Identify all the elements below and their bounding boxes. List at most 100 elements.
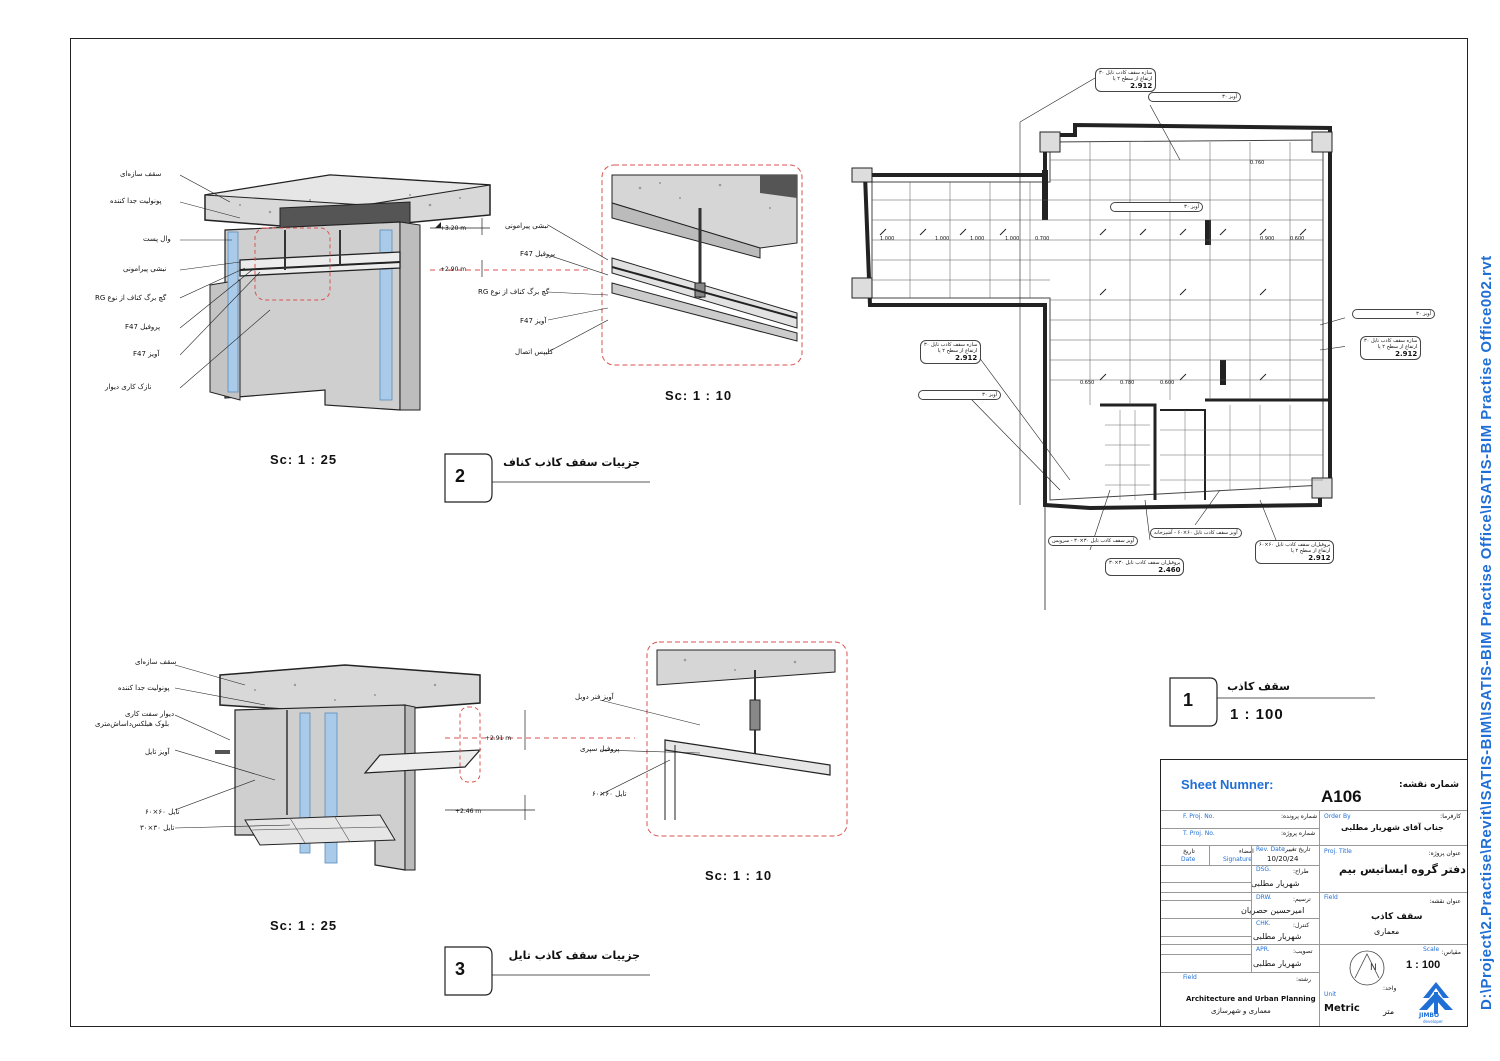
d2z-label-3: گچ برگ کناف از نوع RG: [478, 288, 550, 296]
tb-unit-value-fa: متر: [1383, 1007, 1395, 1016]
d3-label-6: تایل ۶۰×۶۰: [145, 808, 180, 816]
tb-field-value-en: Architecture and Urban Planning: [1186, 995, 1316, 1003]
tb-apr-fa: تصویب:: [1293, 948, 1313, 955]
d2-level-top: +3.20 m: [440, 225, 467, 232]
d2-label-1: سقف سازه‌ای: [120, 170, 162, 178]
d3-label-1: سقف سازه‌ای: [135, 658, 177, 666]
d3z-label-3: تایل ۶۰×۶۰: [592, 790, 627, 798]
tb-tproj-en: T. Proj. No.: [1183, 830, 1215, 837]
d3-zoom-scale: Sc: 1 : 10: [705, 868, 773, 883]
d3-label-2: پونولیت جدا کننده: [118, 684, 170, 692]
d2z-label-2: پروفیل F47: [520, 250, 556, 258]
tb-row-7: [1161, 972, 1319, 973]
detail-2-zoom: [601, 164, 803, 366]
tb-field2-fa: رشته:: [1296, 976, 1311, 983]
d3-zoom-leaders: [600, 699, 701, 796]
tb-field-en: Field: [1324, 894, 1338, 901]
d2z-label-5: کلیپس اتصال: [515, 348, 554, 356]
d2-title-bubble: [444, 453, 650, 503]
plan-tag-8: آویز سقف کاذب تایل ۳۰×۳۰ - سرویس: [1048, 536, 1139, 546]
tb-row-1: [1161, 810, 1467, 811]
d3z-label-1: آویز فنر دوبل: [575, 693, 614, 701]
plan-dim-11: 0.600: [1160, 380, 1175, 386]
plan-title-bubble: [1169, 677, 1375, 727]
tb-sheet-number: A106: [1321, 787, 1362, 806]
tb-projtitle-en: Proj. Title: [1324, 848, 1352, 855]
d2z-label-1: نبشی پیرامونی: [505, 222, 549, 230]
tb-chk-fa: کنترل:: [1293, 922, 1310, 929]
tb-field2-en: Field: [1183, 974, 1197, 981]
tb-chk-en: CHK.: [1256, 920, 1271, 927]
d2-main-scale: Sc: 1 : 25: [270, 452, 338, 467]
tb-date-fa: تاریخ: [1183, 848, 1195, 855]
d3-title-bubble: [444, 946, 650, 996]
title-block: Sheet Numner: شماره نقشه: A106 F. Proj. …: [1160, 759, 1468, 1027]
d2-label-2: پونولیت جدا کننده: [110, 197, 162, 205]
d3-level-markers: [445, 710, 635, 820]
tb-row-4: [1161, 892, 1467, 893]
plan-title: سقف کاذب: [1227, 680, 1290, 693]
d3-label-4: بلوک هبلکس‌داساش‌متری: [95, 720, 170, 728]
tb-tproj-fa: شماره پروژه:: [1281, 830, 1316, 837]
plan-dim-1: 1.000: [880, 236, 895, 242]
d3-leaders: [175, 664, 291, 829]
plan-tag-4: آویز ۳۰: [1352, 309, 1435, 319]
tb-drw-en: DRW.: [1256, 894, 1272, 901]
tb-discipline: معماری: [1374, 927, 1400, 936]
tb-date-en: Date: [1181, 856, 1196, 863]
detail-3-isometric: [215, 664, 482, 871]
tb-dsg-en: DSG.: [1256, 866, 1271, 873]
tb-chk: شهریار مطلبی: [1253, 932, 1302, 941]
sheet-border: [70, 38, 1468, 1027]
tb-rev-date: 10/20/24: [1267, 855, 1299, 863]
d2-level-ceiling: +2.90 m: [440, 266, 467, 273]
d3-level-tile: +2.46 m: [455, 808, 482, 815]
tb-rev-fa: تاریخ تغییر:: [1283, 846, 1311, 853]
d2-zoom-leaders: [548, 224, 608, 353]
plan-tag-2: آویز ۳۰: [1148, 92, 1241, 102]
d2-label-6: پروفیل F47: [125, 323, 161, 331]
tb-fproj-en: F. Proj. No.: [1183, 813, 1215, 820]
logo-subtext: developer: [1423, 1019, 1444, 1024]
d2-number: 2: [455, 466, 466, 486]
plan-dim-3: 1.000: [970, 236, 985, 242]
file-path-text: D:\Project\2.Practise\Revit\ISATIS-BIM\I…: [1478, 255, 1495, 1010]
plan-dim-5: 0.700: [1035, 236, 1050, 242]
d3-label-3: دیوار سفت کاری: [125, 710, 175, 718]
plan-dim-10: 0.780: [1120, 380, 1135, 386]
tb-drawing-title-fa: عنوان نقشه:: [1429, 898, 1461, 905]
tb-client: جناب آقای شهریار مطلبی: [1341, 823, 1444, 832]
tb-apr-en: APR.: [1256, 946, 1270, 953]
d3-label-5: آویز تایل: [145, 748, 170, 756]
d2-label-7: آویز F47: [133, 350, 160, 358]
tb-scale-fa: مقیاس:: [1441, 949, 1461, 956]
tb-row-2: [1161, 828, 1319, 829]
tb-apr: شهریار مطلبی: [1253, 959, 1302, 968]
detail-2-isometric: [180, 174, 491, 411]
d3-main-scale: Sc: 1 : 25: [270, 918, 338, 933]
d2-label-3: وال پست: [143, 235, 171, 243]
plan-tag-3: آویز ۳۰: [1110, 202, 1203, 212]
plan-dim-8: 0.760: [1250, 160, 1265, 166]
tb-fproj-fa: شماره پرونده:: [1281, 813, 1318, 820]
plan-number: 1: [1183, 690, 1194, 710]
tb-dsg-fa: طراح:: [1293, 868, 1309, 875]
tb-scale-en: Scale: [1423, 946, 1440, 953]
tb-unit-fa: واحد:: [1383, 985, 1397, 992]
d3-level-ceiling: +2.91 m: [485, 735, 512, 742]
tb-unit-en: Unit: [1324, 991, 1337, 998]
tb-drw-fa: ترسیم:: [1293, 896, 1311, 903]
plan-dim-4: 1.000: [1005, 236, 1020, 242]
tb-sign-en: Signature: [1223, 856, 1252, 863]
tb-rev-en: Rev. Date: [1256, 846, 1285, 853]
plan-tag-5: آویز ۳۰: [918, 390, 1001, 400]
logo-text: JIMBO: [1419, 1012, 1440, 1019]
tb-field-value-fa: معماری و شهرسازی: [1211, 1007, 1271, 1015]
plan-scale: 1 : 100: [1230, 706, 1284, 723]
ceiling-plan: [851, 77, 1345, 610]
